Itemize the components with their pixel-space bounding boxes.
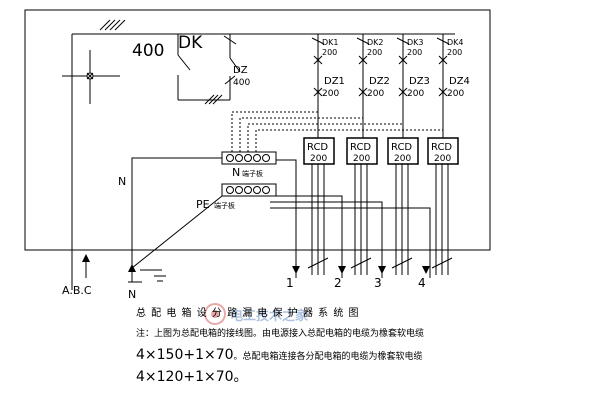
note-line-2: 4×150+1×70。总配电箱连接各分配电箱的电缆为橡套软电缆 [136,344,423,363]
outlet-2: 2 [334,276,342,290]
cable-spec-1: 4×150+1×70 [136,347,234,363]
watermark-text: 电工技术之家 [230,308,309,324]
feeder-4-dk-rating: 200 [447,48,462,57]
incoming-breaker-rating: 400 [233,78,250,88]
n-terminal-suffix: 端子板 [242,169,263,178]
note-line-1: 注：上图为总配电箱的接线图。由电源接入总配电箱的电缆为橡套软电缆 [136,329,425,339]
pe-terminal-label: PE [196,198,210,211]
rcd-3-rating: 200 [394,154,411,164]
rcd-4-label: RCD [431,142,452,153]
feeder-1-dz: DZ1 [324,76,345,87]
feeder-1-dk: DK1 [322,38,339,47]
feeder-1-dk-rating: 200 [322,48,337,57]
output-arrows [292,266,430,274]
rcd-1-rating: 200 [310,154,327,164]
n-terminal-block [221,151,277,165]
feeder-3-dk-rating: 200 [407,48,422,57]
rcd-2-label: RCD [350,142,371,153]
outlet-1: 1 [286,276,294,290]
rcd-2-rating: 200 [353,154,370,164]
feeder-4-dz: DZ4 [449,76,470,87]
incoming-breaker-label: DZ [233,65,248,76]
rcd-1-label: RCD [307,142,328,153]
outlet-3: 3 [374,276,382,290]
rcd-4-rating: 200 [434,154,451,164]
rcd-2: RCD 200 [346,137,378,165]
feeder-4: DK4 200 DZ4 200 [436,34,470,140]
incoming-section: 400 DK DZ 400 [62,19,250,290]
diagram-title: 总 配 电 箱 设 分 路 漏 电 保 护 器 系 统 图 [136,308,360,319]
feeder-3: DK3 200 DZ3 200 [396,34,430,140]
rcd-1: RCD 200 [303,137,335,165]
feeder-3-dz: DZ3 [409,76,430,87]
rcd-3-label: RCD [391,142,412,153]
abc-label: A.B.C [62,284,92,297]
outgoing-lines [307,164,453,275]
feeder-2-dz: DZ2 [369,76,390,87]
neutral-pe-routing [231,111,443,156]
pe-terminal-block [221,183,277,197]
feeder-2-dk: DK2 [367,38,384,47]
feeder-1-dz-rating: 200 [322,89,339,99]
pe-terminal-suffix: 端子板 [214,201,235,210]
feeder-2-dz-rating: 200 [367,89,384,99]
feeder-4-dk: DK4 [447,38,464,47]
cable-spec-2: 4×120+1×70。 [136,369,248,385]
feeder-3-dz-rating: 200 [407,89,424,99]
rcd-4: RCD 200 [427,137,459,165]
n-pe-outgoing [128,157,431,283]
n-side-label: N [118,175,126,188]
n-bottom-label: N [128,288,136,301]
rcd-3: RCD 200 [387,137,419,165]
feeder-2: DK2 200 DZ2 200 [356,34,390,140]
main-switch-rating: 400 [132,41,164,61]
feeder-2-dk-rating: 200 [367,48,382,57]
feeder-3-dk: DK3 [407,38,424,47]
main-switch-label: DK [178,33,203,53]
input-arrows [82,254,136,278]
note-line-2-text: 。总配电箱连接各分配电箱的电缆为橡套软电缆 [233,352,423,362]
outlet-4: 4 [418,276,426,290]
enclosure-box [24,9,491,251]
feeder-4-dz-rating: 200 [447,89,464,99]
n-terminal-label: N [232,166,240,179]
watermark: 电工技术之家 [204,303,309,325]
